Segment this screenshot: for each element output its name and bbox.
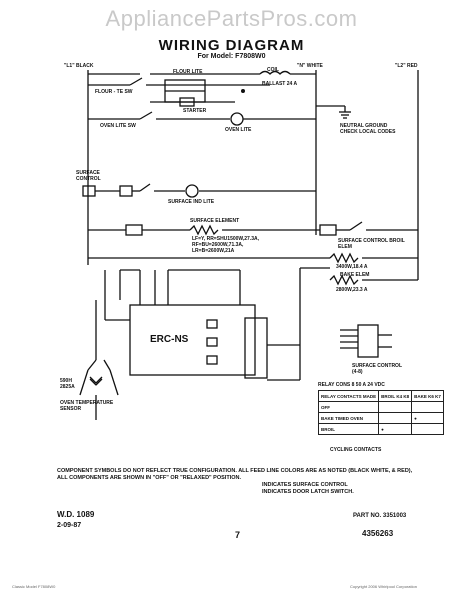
doc-number: 4356263	[362, 529, 394, 538]
table-cell: BROIL K4 K8	[378, 390, 413, 402]
surface-control-l1	[82, 185, 96, 197]
table-cell: RELAY CONTACTS MADE	[317, 390, 380, 402]
door-latch-note: INDICATES DOOR LATCH SWITCH.	[262, 489, 354, 495]
table-row: OFF	[317, 401, 444, 413]
surface-ind-lite	[185, 184, 199, 198]
coil-label: COIL	[267, 67, 279, 73]
oven-lite-switch	[139, 111, 153, 120]
bottom-left-text: Classic Model F7808W0	[12, 584, 56, 589]
table-cell	[378, 401, 413, 413]
relay-header: RELAY CONS 8 50 A 24 VDC	[318, 382, 385, 388]
check-codes-label: CHECK LOCAL CODES	[340, 129, 396, 135]
table-cell: BAKE K6 K7	[411, 390, 444, 402]
diagram-date: 2-09-87	[57, 522, 82, 529]
table-cell: ●	[411, 412, 444, 424]
bottom-right-text: Copyright 2006 Whirlpool Corporation	[350, 584, 417, 589]
table-cell: BAKE TIMED OVEN	[317, 412, 380, 424]
surface-element-resistor	[189, 224, 219, 236]
part-number: PART NO. 3351003	[353, 513, 407, 519]
wd-number: W.D. 1089	[57, 510, 95, 519]
starter	[179, 97, 195, 107]
surface-control-note: INDICATES SURFACE CONTROL	[262, 482, 348, 488]
surface-element-label: SURFACE ELEMENT	[190, 218, 240, 224]
neutral-ground-label: NEUTRAL GROUND	[340, 123, 388, 129]
oven-temp-sensor-label: OVEN TEMPERATURE SENSOR	[60, 400, 114, 412]
component-note: COMPONENT SYMBOLS DO NOT REFLECT TRUE CO…	[57, 468, 413, 481]
broil-rating: 3400W,18.4 A	[336, 264, 368, 270]
table-cell: BROIL	[317, 423, 380, 435]
flour-switch	[129, 77, 143, 86]
table-row: RELAY CONTACTS MADE BROIL K4 K8 BAKE K6 …	[317, 390, 444, 402]
table-cell: ●	[378, 423, 413, 435]
sensor-arrows	[89, 376, 103, 386]
n-label: "N" WHITE	[297, 63, 323, 69]
starter-label: STARTER	[183, 108, 207, 114]
table-cell	[378, 412, 413, 424]
table-row: BAKE TIMED OVEN ●	[317, 412, 444, 424]
oven-lite-label: OVEN LITE	[225, 127, 252, 133]
bake-elem-label: BAKE ELEM	[340, 272, 370, 278]
watermark: AppliancePartsPros.com	[105, 6, 358, 31]
ballast-coil	[259, 70, 291, 75]
page-number: 7	[235, 530, 241, 540]
flour-switch-label: FLOUR - TE SW	[95, 89, 133, 95]
cycling-contacts-note: CYCLING CONTACTS	[330, 447, 382, 453]
oven-lite-bulb	[230, 112, 244, 126]
model-label: For Model: F7808W0	[197, 53, 266, 60]
surface-ind-lite-label: SURFACE IND LITE	[168, 199, 215, 205]
erc-label: ERC-NS	[150, 334, 189, 345]
surface-control-broil-label: SURFACE CONTROL BROIL ELEM	[338, 238, 405, 250]
l2-label: "L2" RED	[395, 63, 418, 69]
oven-lite-switch-label: OVEN LITE SW	[100, 123, 136, 129]
broil-element	[329, 252, 359, 264]
bake-rating: 2800W,23.3 A	[336, 287, 368, 293]
surface-element-values: LF=Y, RR=SHU1500W,27.3A, RF=BU=2600W,71.…	[192, 236, 259, 254]
table-cell	[411, 423, 444, 435]
surface-control-switch	[357, 324, 379, 358]
table-cell	[411, 401, 444, 413]
l1-label: "L1" BLACK	[64, 63, 94, 69]
table-cell: OFF	[317, 401, 380, 413]
diagram-title: WIRING DIAGRAM	[158, 37, 305, 54]
surface-control-label: SURFACE CONTROL	[76, 170, 101, 182]
flour-lite-label: FLOUR LITE	[173, 69, 203, 75]
surface-control-2-label: SURFACE CONTROL (4-8)	[352, 363, 402, 375]
erc-control	[129, 304, 256, 376]
sensor-values: 590H 2825A	[60, 378, 75, 390]
ballast-label: BALLAST 24 A	[262, 81, 298, 87]
table-row: BROIL ●	[317, 423, 444, 435]
bake-element	[329, 274, 359, 286]
relay-table: RELAY CONTACTS MADE BROIL K4 K8 BAKE K6 …	[317, 390, 444, 435]
